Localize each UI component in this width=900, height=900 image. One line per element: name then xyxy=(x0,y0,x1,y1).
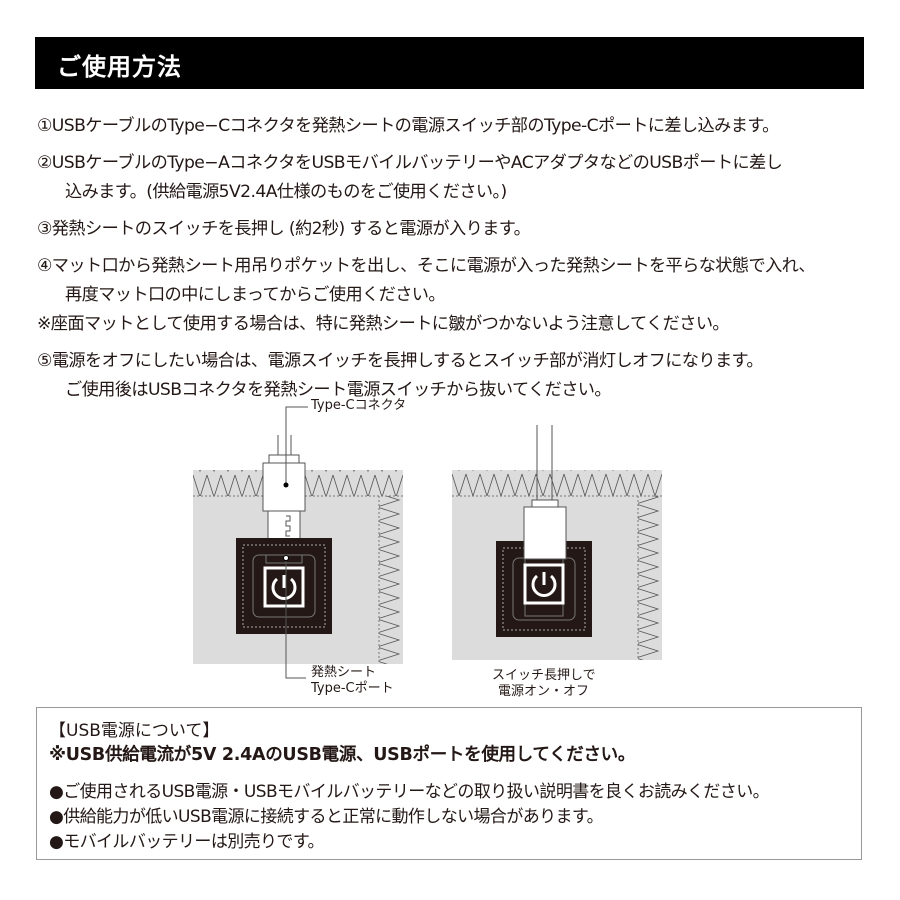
diagram-switch-press: スイッチ長押しで 電源オン・オフ xyxy=(452,420,667,710)
info-title: 【USB電源について】 xyxy=(49,721,220,741)
callout-port-line2: Type-Cポート xyxy=(311,681,394,696)
step-2: ②USBケーブルのType−AコネクタをUSBモバイルバッテリーやACアダプタな… xyxy=(37,153,783,202)
callout-type-c-connector: Type-Cコネクタ xyxy=(311,398,407,413)
caption-line1: スイッチ長押しで xyxy=(492,668,596,683)
section-header: ご使用方法 xyxy=(35,37,864,89)
info-bullets: ●ご使用されるUSB電源・USBモバイルバッテリーなどの取り扱い説明書を良くお読… xyxy=(49,780,770,855)
info-note: ※USB供給電流が5V 2.4AのUSB電源、USBポートを使用してください。 xyxy=(49,745,636,765)
step-5: ⑤電源をオフにしたい場合は、電源スイッチを長押しするとスイッチ部が消灯しオフにな… xyxy=(37,351,764,400)
usb-power-info-box: 【USB電源について】 ※USB供給電流が5V 2.4AのUSB電源、USBポー… xyxy=(36,707,862,860)
power-button-frame xyxy=(523,563,565,605)
list-item: ●ご使用されるUSB電源・USBモバイルバッテリーなどの取り扱い説明書を良くお読… xyxy=(49,782,770,802)
list-item: ●供給能力が低いUSB電源に接続すると正常に動作しない場合があります。 xyxy=(49,807,604,827)
step-1: ①USBケーブルのType−Cコネクタを発熱シートの電源スイッチ部のType-C… xyxy=(37,116,779,136)
mat-illustration xyxy=(452,425,662,660)
list-item: ●モバイルバッテリーは別売りです。 xyxy=(49,832,325,852)
power-button-frame xyxy=(263,566,305,608)
step-3: ③発熱シートのスイッチを長押し (約2秒) すると電源が入ります。 xyxy=(37,219,531,239)
caution-note: ※座面マットとして使用する場合は、特に発熱シートに皺がつかないよう注意してくださ… xyxy=(37,314,730,334)
caption-line2: 電源オン・オフ xyxy=(498,684,590,699)
diagram-connector-insertion: Type-Cコネクタ 発熱シート Type-Cポート xyxy=(193,395,433,705)
section-title: ご使用方法 xyxy=(57,53,182,81)
step-4: ④マット口から発熱シート用吊りポケットを出し、そこに電源が入った発熱シートを平ら… xyxy=(37,256,816,305)
instruction-steps: ①USBケーブルのType−Cコネクタを発熱シートの電源スイッチ部のType-C… xyxy=(37,112,877,405)
mat-illustration xyxy=(193,406,403,679)
callout-port-line1: 発熱シート xyxy=(311,665,377,680)
